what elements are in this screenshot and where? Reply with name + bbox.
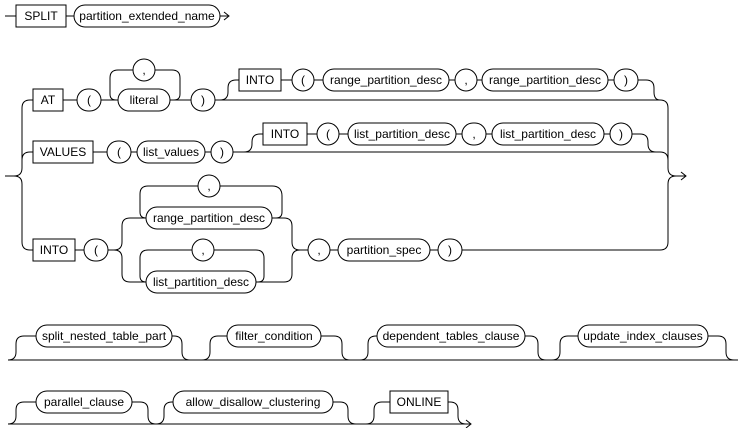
row-split: SPLIT partition_extended_name	[5, 4, 230, 28]
nonterminal-list-partition-desc: list_partition_desc	[153, 275, 249, 289]
symbol-comma: ,	[317, 243, 320, 257]
keyword-into: INTO	[40, 243, 68, 257]
nonterminal-filter-condition: filter_condition	[235, 329, 312, 343]
symbol-open-paren: (	[87, 93, 91, 107]
arrow-icon	[223, 11, 230, 21]
branch-at: AT ( literal , ) INTO ( range_partition_…	[30, 58, 661, 112]
nonterminal-literal: literal	[130, 93, 159, 107]
symbol-close-paren: )	[619, 127, 623, 141]
nonterminal-split-nested-table-part: split_nested_table_part	[42, 329, 167, 343]
nonterminal-partition-spec: partition_spec	[347, 243, 422, 257]
symbol-close-paren: )	[201, 93, 205, 107]
main-branch-rails	[5, 99, 687, 251]
branch-values: VALUES ( list_values ) INTO ( list_parti…	[30, 122, 660, 164]
symbol-close-paren: )	[220, 145, 224, 159]
nonterminal-range-partition-desc: range_partition_desc	[153, 211, 265, 225]
symbol-close-paren: )	[624, 73, 628, 87]
symbol-comma-box	[132, 58, 156, 82]
symbol-open-paren: (	[326, 127, 330, 141]
nonterminal-dependent-tables-clause: dependent_tables_clause	[383, 329, 520, 343]
arrow-icon	[680, 171, 687, 181]
symbol-close-paren: )	[448, 243, 452, 257]
nonterminal-list-partition-desc: list_partition_desc	[500, 127, 596, 141]
symbol-open-paren: (	[301, 73, 305, 87]
keyword-at: AT	[41, 93, 56, 107]
symbol-comma: ,	[207, 179, 210, 193]
keyword-into: INTO	[271, 127, 299, 141]
nonterminal-range-partition-desc: range_partition_desc	[330, 73, 442, 87]
nonterminal-partition-extended-name: partition_extended_name	[79, 9, 215, 23]
symbol-open-paren: (	[94, 243, 98, 257]
keyword-online: ONLINE	[397, 395, 442, 409]
symbol-comma: ,	[201, 243, 204, 257]
keyword-split: SPLIT	[24, 9, 58, 23]
nonterminal-list-values: list_values	[143, 145, 199, 159]
symbol-open-paren: (	[117, 145, 121, 159]
symbol-comma: ,	[472, 127, 475, 141]
nonterminal-allow-disallow-clustering: allow_disallow_clustering	[186, 395, 321, 409]
nonterminal-range-partition-desc: range_partition_desc	[489, 73, 601, 87]
nonterminal-parallel-clause: parallel_clause	[44, 395, 124, 409]
row-optional-clauses-2: parallel_clause allow_disallow_clusterin…	[7, 390, 472, 428]
symbol-comma-box	[191, 238, 215, 262]
keyword-into: INTO	[246, 73, 274, 87]
symbol-comma: ,	[142, 63, 145, 77]
symbol-comma-box	[197, 174, 221, 198]
nonterminal-update-index-clauses: update_index_clauses	[583, 329, 702, 343]
branch-into: INTO ( range_partition_desc , list_parti…	[30, 174, 466, 294]
arrow-icon	[465, 419, 472, 428]
nonterminal-list-partition-desc: list_partition_desc	[354, 127, 450, 141]
keyword-values: VALUES	[40, 145, 86, 159]
symbol-comma: ,	[464, 73, 467, 87]
row-optional-clauses-1: split_nested_table_part filter_condition…	[7, 324, 738, 361]
